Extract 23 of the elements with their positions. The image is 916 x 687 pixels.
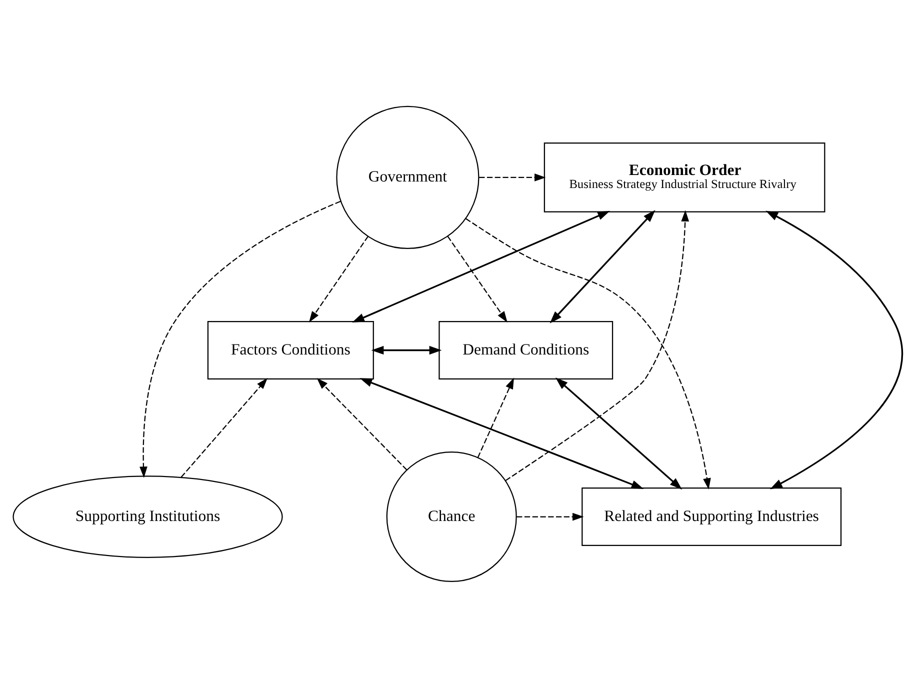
- node-box: Demand Conditions: [438, 320, 614, 379]
- arrow: [180, 377, 268, 478]
- arrow: [447, 236, 508, 322]
- node-box: Factors Conditions: [207, 320, 374, 379]
- arrow: [308, 236, 369, 322]
- node-circle: Government: [336, 105, 480, 248]
- node-box: Related and Supporting Industries: [582, 487, 842, 546]
- arrow: [371, 345, 442, 354]
- arrow: [555, 377, 682, 490]
- node-box: Economic Order Business Strategy Industrial Structure Rivalry: [544, 142, 826, 212]
- arrow: [352, 210, 610, 322]
- arrow: [505, 210, 690, 480]
- arrow: [466, 218, 711, 490]
- arrow: [479, 173, 546, 181]
- node-circle: Chance: [386, 451, 517, 582]
- arrow: [316, 378, 408, 470]
- node-ellipse: Supporting Institutions: [12, 475, 283, 558]
- arrow: [550, 209, 656, 323]
- arrow: [477, 377, 514, 458]
- arrow: [766, 210, 903, 489]
- arrow: [516, 512, 584, 520]
- arrow: [360, 378, 644, 489]
- arrow: [140, 200, 341, 478]
